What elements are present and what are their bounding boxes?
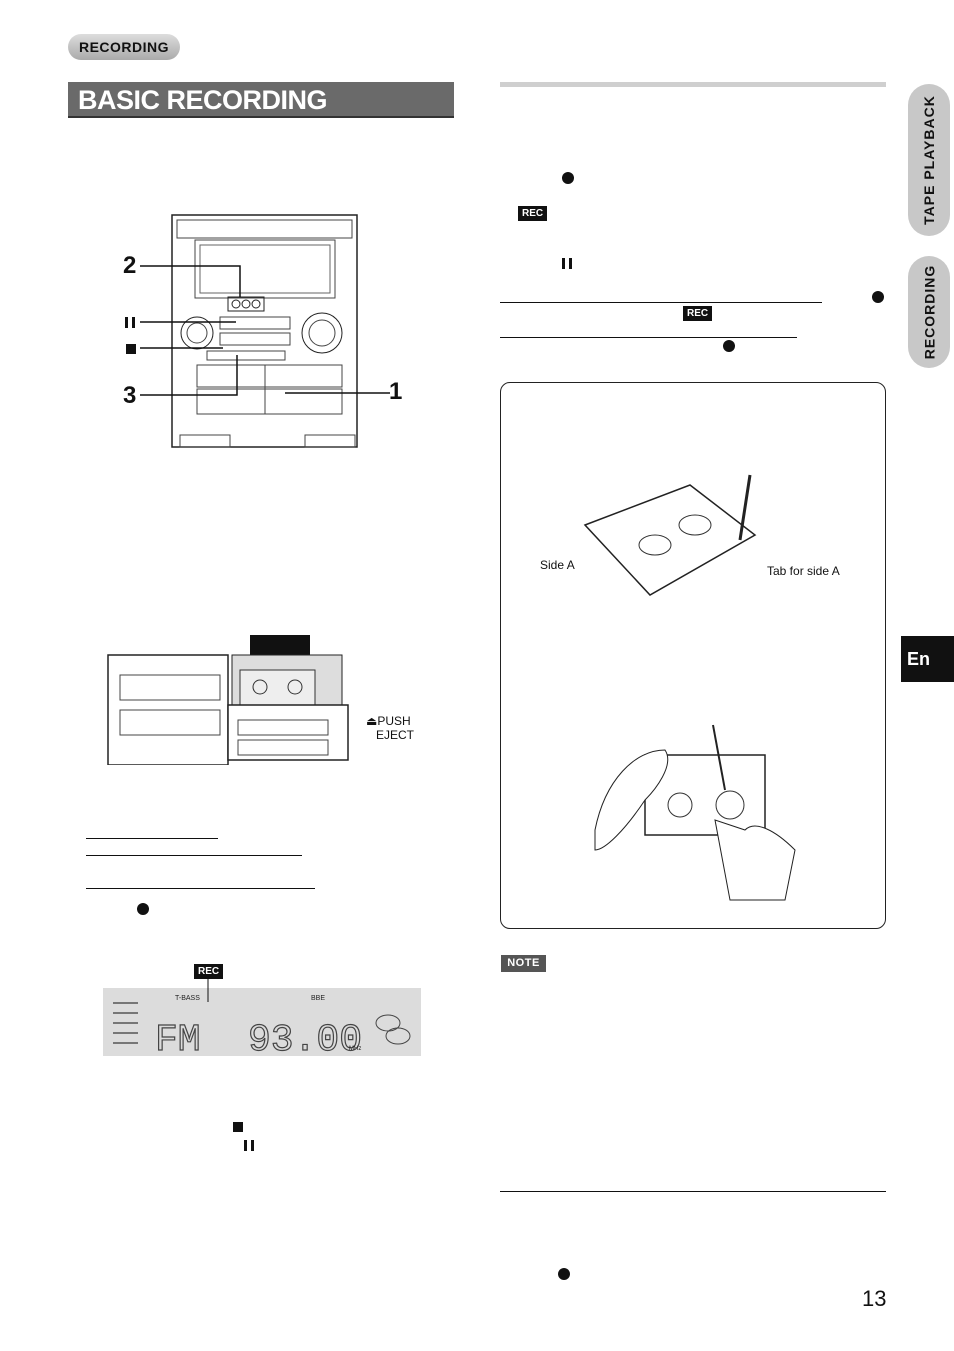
- side-a-label: Side A: [540, 558, 575, 572]
- stereo-unit-figure: [140, 214, 390, 448]
- push-label: PUSH: [377, 714, 411, 728]
- tab-tape-playback[interactable]: TAPE PLAYBACK: [908, 84, 950, 236]
- rec-badge: REC: [194, 964, 224, 979]
- tab-recording[interactable]: RECORDING: [908, 256, 950, 368]
- pause-icon: [562, 258, 572, 269]
- cassette-pencil-figure: [594, 724, 796, 901]
- tab-side-a-label: Tab for side A: [767, 564, 840, 578]
- cassette-deck-figure: [107, 635, 349, 765]
- rec-badge: REC: [683, 306, 713, 321]
- callout-2: 2: [123, 252, 137, 279]
- rec-badge: REC: [518, 206, 548, 221]
- language-tab[interactable]: En: [901, 636, 954, 682]
- cassette-tab-figure: [583, 474, 757, 596]
- tbass-label: T-BASS: [175, 995, 200, 1002]
- page-title: BASIC RECORDING: [68, 82, 454, 118]
- callout-1: 1: [389, 378, 403, 405]
- freq-unit: MHz: [349, 1046, 361, 1052]
- section-label: RECORDING: [68, 34, 180, 60]
- callout-3: 3: [123, 382, 137, 409]
- rule: [86, 838, 218, 839]
- freq-readout: 93.00: [248, 1019, 362, 1058]
- pause-icon: [125, 317, 135, 328]
- record-icon: [723, 340, 735, 352]
- eject-label: EJECT: [376, 728, 415, 742]
- stop-icon: [233, 1122, 243, 1132]
- tab-tape-playback-label: TAPE PLAYBACK: [921, 95, 937, 225]
- note-badge: NOTE: [501, 955, 546, 972]
- rule: [86, 888, 315, 889]
- page-number: 13: [862, 1286, 887, 1311]
- band-readout: FM: [155, 1019, 201, 1058]
- record-icon: [558, 1268, 570, 1280]
- rule: [500, 302, 822, 303]
- tab-recording-label: RECORDING: [921, 264, 937, 360]
- record-icon: [137, 903, 149, 915]
- bbe-label: BBE: [311, 995, 325, 1002]
- top-rule: [500, 82, 886, 87]
- stop-icon: [126, 344, 136, 354]
- pause-icon: [244, 1140, 254, 1151]
- rule: [500, 337, 797, 338]
- push-eject-button[interactable]: ⏏PUSH EJECT: [366, 714, 414, 742]
- record-icon: [562, 172, 574, 184]
- rule: [500, 1191, 886, 1192]
- eject-icon: ⏏: [366, 714, 378, 728]
- record-icon: [872, 291, 884, 303]
- rule: [86, 855, 302, 856]
- cassette-tab-panel: [500, 382, 886, 929]
- lcd-display: T-BASS BBE FM 93.00 MHz: [103, 978, 421, 1058]
